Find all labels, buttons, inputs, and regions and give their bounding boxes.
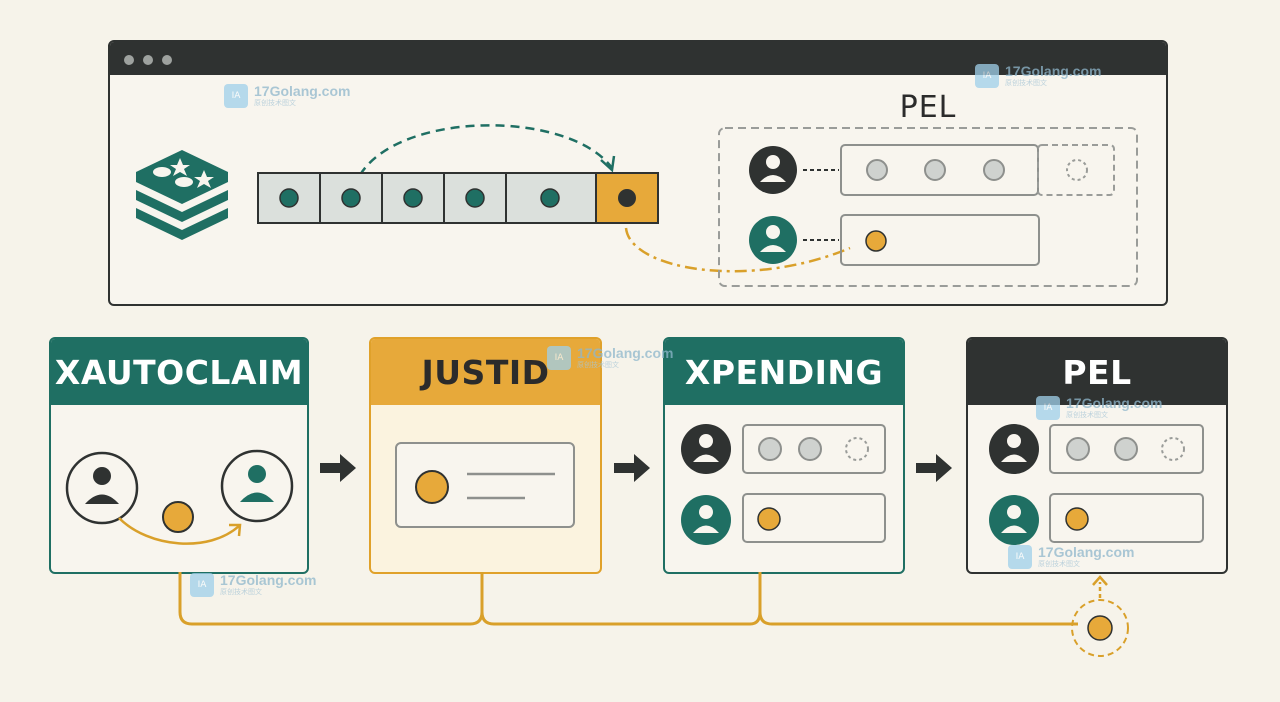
message-dot-icon [403, 188, 423, 208]
consumer-avatar-teal-icon [749, 216, 797, 264]
consumer-avatar-teal-icon [989, 495, 1039, 545]
xpending-illustration [681, 424, 886, 545]
claimed-dot-icon [1087, 615, 1113, 641]
claimed-dot-icon [865, 230, 887, 252]
next-arrow-icon [916, 454, 952, 482]
xpending-title: XPENDING [665, 339, 903, 405]
watermark-text: 17Golang.com [577, 345, 674, 361]
watermark-text: 17Golang.com [1005, 63, 1102, 79]
watermark-subtext: 原创技术图文 [577, 362, 619, 369]
watermark-subtext: 原创技术图文 [1066, 412, 1108, 419]
pending-dot-icon [1066, 437, 1090, 461]
arrow-head-icon [229, 523, 242, 537]
claim-to-pel-connector [624, 227, 851, 273]
claimed-dot-icon [757, 507, 781, 531]
claim-arc [358, 124, 614, 176]
watermark-subtext: 原创技术图文 [1005, 80, 1047, 87]
xpending-panel: XPENDING [663, 337, 905, 574]
claimed-dot-icon [1065, 507, 1089, 531]
consumer-avatar-dark-icon [749, 146, 797, 194]
watermark-logo-icon: IA [224, 84, 248, 108]
watermark-text: 17Golang.com [254, 83, 351, 99]
redis-logo-icon [136, 150, 228, 240]
claimed-message-dot-icon [618, 189, 636, 207]
watermark-subtext: 原创技术图文 [254, 100, 296, 107]
removed-dot-icon [845, 437, 869, 461]
message-dot-icon [162, 501, 194, 533]
message-dot-icon [540, 188, 560, 208]
source-consumer-icon [65, 451, 139, 525]
watermark-text: 17Golang.com [1066, 395, 1163, 411]
message-dot-icon [465, 188, 485, 208]
target-consumer-icon [220, 449, 294, 523]
watermark-logo-icon: IA [547, 346, 571, 370]
watermark-logo-icon: IA [975, 64, 999, 88]
removed-dot-icon [1161, 437, 1185, 461]
arrow-head-icon [600, 155, 616, 173]
pel-panel-title: PEL [968, 339, 1226, 405]
consumer-avatar-teal-icon [681, 495, 731, 545]
xautoclaim-title: XAUTOCLAIM [51, 339, 307, 405]
pending-dot-icon [798, 437, 822, 461]
consumer-avatar-dark-icon [681, 424, 731, 474]
next-arrow-icon [320, 454, 356, 482]
watermark-logo-icon: IA [1036, 396, 1060, 420]
pending-dot-icon [983, 159, 1005, 181]
message-id-dot-icon [415, 470, 449, 504]
pel-illustration [989, 424, 1204, 545]
watermark-text: 17Golang.com [220, 572, 317, 588]
pending-dot-icon [1114, 437, 1138, 461]
pel-box [718, 127, 1138, 287]
removed-dot-icon [1066, 159, 1088, 181]
message-dot-icon [341, 188, 361, 208]
claim-target-ring [1071, 599, 1129, 657]
pel-title: PEL [899, 90, 957, 125]
pending-dot-icon [758, 437, 782, 461]
watermark-logo-icon: IA [1008, 545, 1032, 569]
arrow-up-icon [1092, 575, 1108, 586]
window-dot-icon [143, 55, 153, 65]
window-dot-icon [162, 55, 172, 65]
next-arrow-icon [614, 454, 650, 482]
consumer-avatar-dark-icon [989, 424, 1039, 474]
message-dot-icon [279, 188, 299, 208]
pending-dot-icon [866, 159, 888, 181]
watermark-text: 17Golang.com [1038, 544, 1135, 560]
pending-dot-icon [924, 159, 946, 181]
watermark-logo-icon: IA [190, 573, 214, 597]
stream-entries [257, 124, 659, 224]
window-dot-icon [124, 55, 134, 65]
flow-connector [178, 572, 1129, 657]
justid-illustration [395, 442, 575, 528]
watermark-subtext: 原创技术图文 [220, 589, 262, 596]
xautoclaim-illustration [65, 449, 294, 545]
watermark-subtext: 原创技术图文 [1038, 561, 1080, 568]
